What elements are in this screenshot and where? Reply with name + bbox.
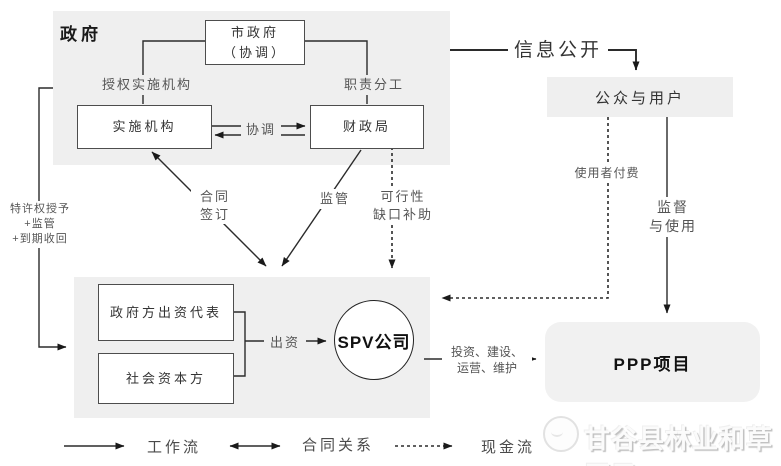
city-government-line1: 市政府 (230, 25, 279, 40)
duty-division-label: 职责分工 (340, 75, 408, 95)
info-disclosure-label: 信息公开 (508, 37, 608, 65)
coordinate-label: 协调 (241, 120, 281, 140)
spv-company-label: SPV公司 (337, 332, 411, 352)
social-capital-label: 社会资本方 (125, 370, 206, 386)
gov-rep-label: 政府方出资代表 (109, 304, 222, 320)
franchise-label: 特许权授予 +监管 +到期收回 (4, 201, 76, 248)
invest-build-line1: 投资、建设、 (450, 345, 523, 359)
franchise-line2: +监管 (24, 217, 56, 230)
contract-sign-line2: 签订 (199, 206, 230, 222)
social-capital-box: 社会资本方 (98, 353, 234, 404)
implementing-agency-label: 实施机构 (112, 119, 177, 135)
invest-build-line2: 运营、维护 (456, 361, 517, 376)
viability-gap-line1: 可行性 (380, 189, 426, 204)
legend-cashflow-label: 现金流 (481, 439, 536, 456)
finance-bureau-label: 财政局 (342, 119, 391, 135)
viability-gap-line2: 缺口补助 (372, 206, 433, 222)
contract-sign-label: 合同 签订 (191, 187, 239, 225)
authorize-impl-label: 授权实施机构 (99, 75, 195, 95)
supervise-label: 监管 (310, 189, 360, 209)
ppp-project-box: PPP项目 (545, 322, 760, 402)
city-government-box: 市政府 （协调） (205, 20, 305, 65)
viability-gap-label: 可行性 缺口补助 (364, 187, 442, 225)
legend-contract-label: 合同关系 (302, 437, 375, 454)
spv-company-circle: SPV公司 (334, 300, 414, 380)
franchise-line1: 特许权授予 (10, 203, 70, 215)
public-users-label: 公众与用户 (594, 89, 685, 107)
city-government-line2: （协调） (222, 44, 287, 60)
franchise-line3: +到期收回 (12, 232, 68, 245)
watermark-text: 甘谷县林业和草原局 (584, 424, 774, 466)
supervise-use-line1: 监督 (657, 199, 689, 215)
invest-label: 出资 (264, 333, 306, 353)
contract-sign-line1: 合同 (199, 189, 230, 204)
government-group-label: 政府 (60, 25, 102, 44)
user-pay-label: 使用者付费 (570, 164, 644, 183)
supervise-use-line2: 与使用 (649, 217, 697, 234)
legend-workflow-label: 工作流 (147, 439, 202, 456)
invest-build-label: 投资、建设、 运营、维护 (442, 343, 532, 378)
finance-bureau-box: 财政局 (310, 105, 424, 149)
gov-rep-box: 政府方出资代表 (98, 284, 234, 341)
supervise-use-label: 监督 与使用 (643, 197, 703, 237)
implementing-agency-box: 实施机构 (77, 105, 212, 149)
public-users-box: 公众与用户 (547, 77, 733, 117)
watermark-logo-icon (543, 416, 579, 452)
ppp-project-label: PPP项目 (613, 354, 692, 374)
